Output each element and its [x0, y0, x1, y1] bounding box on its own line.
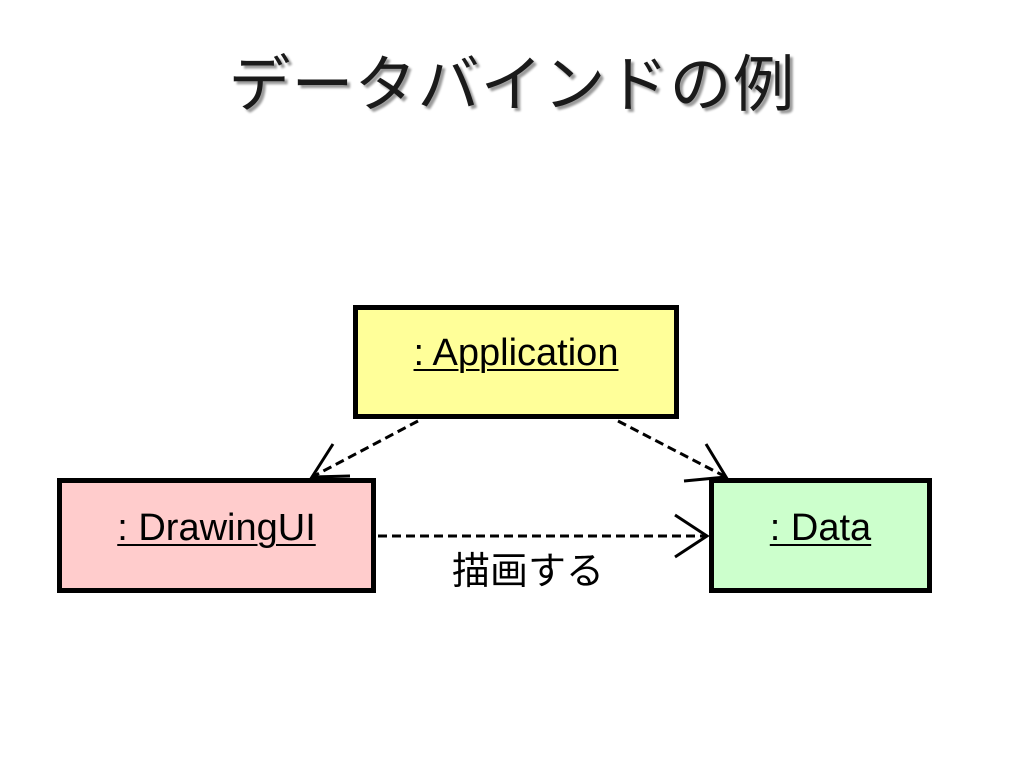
edge-line: [311, 419, 419, 479]
application-node-label: : Application: [413, 332, 619, 374]
slide-title: データバインドの例: [228, 48, 796, 121]
open-arrowhead: [683, 443, 729, 483]
edge-drawingui-to-data: [378, 513, 710, 559]
open-arrowhead: [309, 443, 351, 479]
drawingui-node: : DrawingUI: [57, 478, 376, 593]
application-node: : Application: [353, 305, 679, 419]
edge-label-draw: 描画する: [452, 549, 605, 593]
edge-application-to-drawingui: [309, 419, 419, 479]
data-node: : Data: [709, 478, 932, 593]
data-node-label: : Data: [769, 507, 872, 549]
edge-application-to-data: [617, 419, 729, 483]
drawingui-node-label: : DrawingUI: [117, 507, 316, 549]
open-arrowhead: [674, 513, 710, 559]
edge-line: [617, 419, 727, 479]
